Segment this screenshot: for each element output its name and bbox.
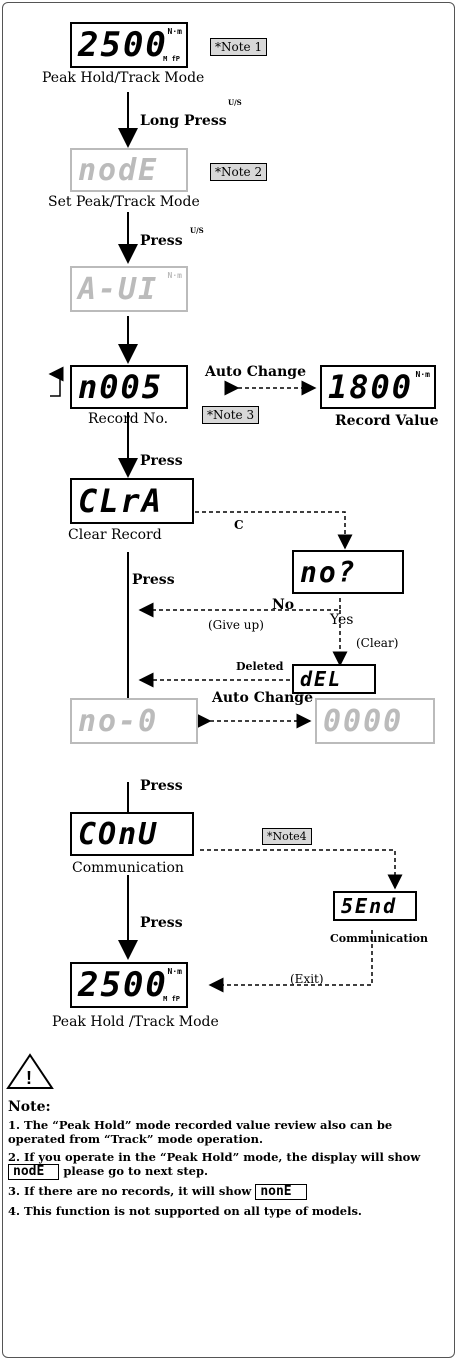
label-yes: Yes xyxy=(330,612,354,628)
mini-display-mode: nodE xyxy=(8,1164,60,1180)
warning-icon: ! xyxy=(6,1053,54,1089)
note1-tag: *Note 1 xyxy=(210,38,268,56)
display-send: 5End xyxy=(333,891,417,921)
label-no: No xyxy=(272,597,295,613)
display-del: dEL xyxy=(292,664,376,694)
mini-display-none: nonE xyxy=(255,1184,307,1200)
label-peak-hold-track-2: Peak Hold /Track Mode xyxy=(52,1014,219,1030)
display-no-0: no-0 xyxy=(70,698,198,744)
label-communication-2: Communication xyxy=(330,932,428,945)
display-no-confirm: no? xyxy=(292,550,404,594)
note4-tag: *Note4 xyxy=(262,828,312,845)
display-record-no: n005 xyxy=(70,365,188,409)
label-record-no: Record No. xyxy=(88,411,169,427)
label-press-1: Press xyxy=(140,233,183,249)
label-deleted: Deleted xyxy=(236,660,284,673)
label-communication: Communication xyxy=(72,860,184,876)
label-auto-change-2: Auto Change xyxy=(212,690,313,706)
us-button-icon: U/S xyxy=(228,98,242,107)
display-0000: 0000 xyxy=(315,698,435,744)
label-exit: (Exit) xyxy=(290,972,324,986)
note2-tag: *Note 2 xyxy=(210,163,268,181)
label-press-3: Press xyxy=(132,572,175,588)
label-press-4: Press xyxy=(140,778,183,794)
label-press-2: Press xyxy=(140,453,183,469)
notes-title: Note: xyxy=(8,1099,51,1115)
label-clear: (Clear) xyxy=(356,636,399,650)
label-give-up: (Give up) xyxy=(208,618,264,632)
note-3: 3. If there are no records, it will show… xyxy=(8,1184,448,1200)
label-record-value: Record Value xyxy=(335,413,439,429)
notes-section: Note: 1. The “Peak Hold” mode recorded v… xyxy=(8,1100,448,1222)
note-4: 4. This function is not supported on all… xyxy=(8,1204,362,1218)
display-communication: COnU xyxy=(70,812,194,856)
label-press-5: Press xyxy=(140,915,183,931)
label-long-press: Long Press xyxy=(140,113,227,129)
display-mode: nodE xyxy=(70,148,188,192)
c-button-icon: C xyxy=(234,518,244,532)
note-2: 2. If you operate in the “Peak Hold” mod… xyxy=(8,1150,421,1180)
label-auto-change-1: Auto Change xyxy=(205,364,306,380)
us-button-icon: U/S xyxy=(190,226,204,235)
label-clear-record: Clear Record xyxy=(68,527,162,543)
note-1: 1. The “Peak Hold” mode recorded value r… xyxy=(8,1118,393,1146)
svg-text:!: ! xyxy=(26,1068,32,1088)
display-clear-record: CLrA xyxy=(70,478,194,524)
label-set-peak-track: Set Peak/Track Mode xyxy=(48,194,200,210)
label-peak-hold-track: Peak Hold/Track Mode xyxy=(42,70,205,86)
note3-tag: *Note 3 xyxy=(202,406,260,424)
